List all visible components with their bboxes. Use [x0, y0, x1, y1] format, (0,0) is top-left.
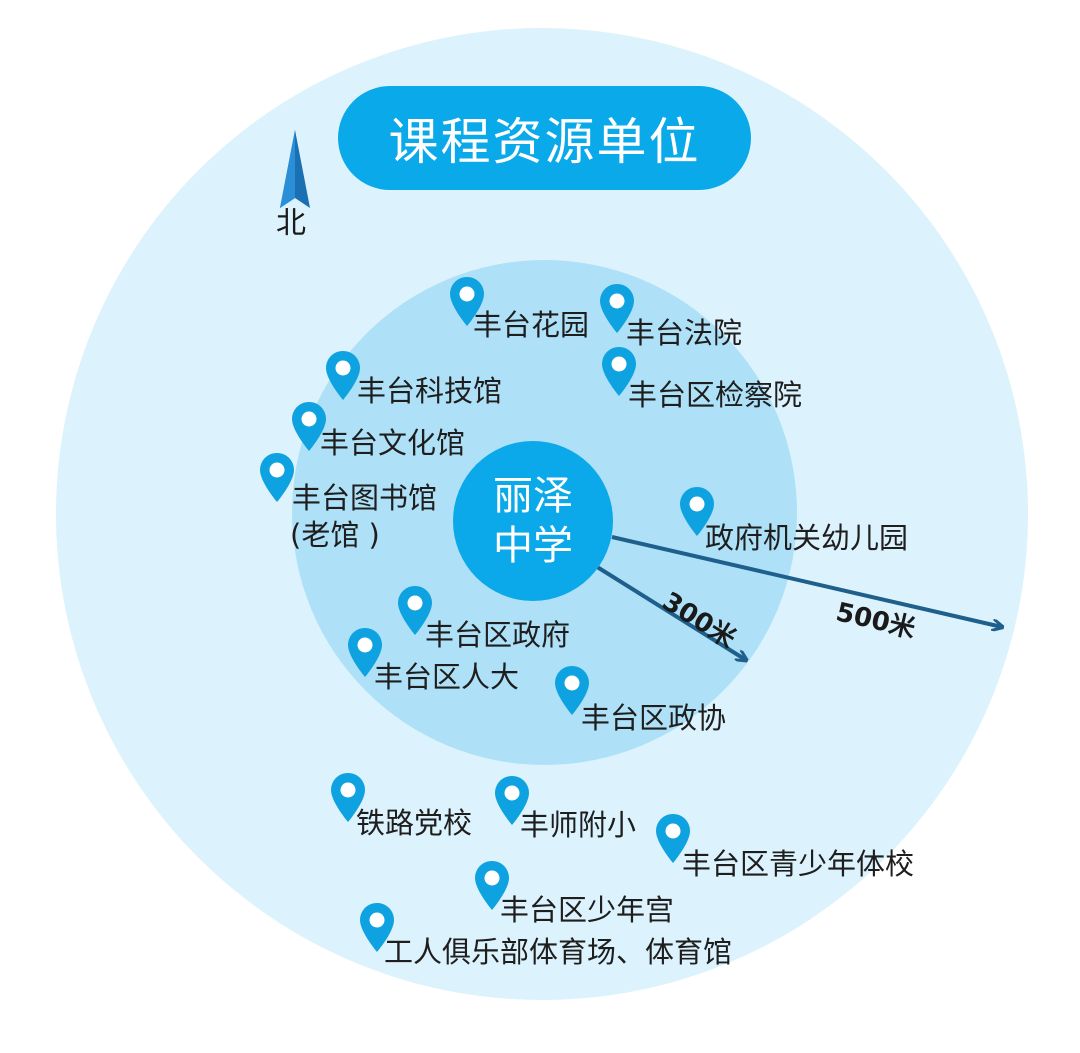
unit-label: 丰台区青少年体校: [682, 847, 915, 881]
location-pin-icon: [326, 351, 360, 400]
arrow-500m: [611, 535, 1002, 627]
location-pin-icon: [680, 487, 714, 536]
center-school-line1: 丽泽: [493, 473, 573, 519]
location-pin-icon: [260, 453, 294, 502]
arrow-300m: [592, 563, 746, 660]
location-pin-icon: [331, 773, 365, 822]
north-label: 北: [276, 206, 306, 241]
unit-label: 丰台区政协: [581, 701, 727, 735]
location-pin-icon: [602, 347, 636, 396]
unit-label: 工人俱乐部体育场、体育馆: [384, 935, 733, 969]
north-arrow-icon: [280, 130, 310, 208]
location-pin-icon: [555, 666, 589, 715]
unit-label: 铁路党校: [356, 806, 473, 840]
unit-label: 丰台图书馆: [292, 481, 438, 515]
unit-label-sub: (老馆 ): [290, 518, 380, 552]
unit-label: 丰台文化馆: [320, 426, 466, 460]
location-pin-icon: [600, 284, 634, 333]
location-pin-icon: [495, 776, 529, 825]
location-pin-icon: [475, 861, 509, 910]
unit-label: 丰台区政府: [425, 618, 571, 652]
page-title-text: 课程资源单位: [388, 113, 701, 171]
center-school: 丽泽 中学: [453, 441, 613, 601]
unit-label: 丰台花园: [473, 308, 590, 342]
location-pin-icon: [348, 628, 382, 677]
unit-label: 丰师附小: [520, 808, 637, 842]
page-title: 课程资源单位: [338, 86, 751, 190]
unit-label: 丰台区少年宫: [500, 893, 675, 927]
unit-label: 丰台区检察院: [628, 378, 803, 412]
location-pin-icon: [450, 277, 484, 326]
unit-label: 丰台科技馆: [357, 374, 503, 408]
location-pin-icon: [360, 903, 394, 952]
location-pin-icon: [656, 814, 690, 863]
unit-label: 政府机关幼儿园: [705, 521, 909, 555]
location-pin-icon: [292, 402, 326, 451]
unit-label: 丰台法院: [626, 316, 743, 350]
unit-label: 丰台区人大: [374, 660, 520, 694]
center-school-line2: 中学: [493, 523, 573, 569]
location-pin-icon: [398, 586, 432, 635]
